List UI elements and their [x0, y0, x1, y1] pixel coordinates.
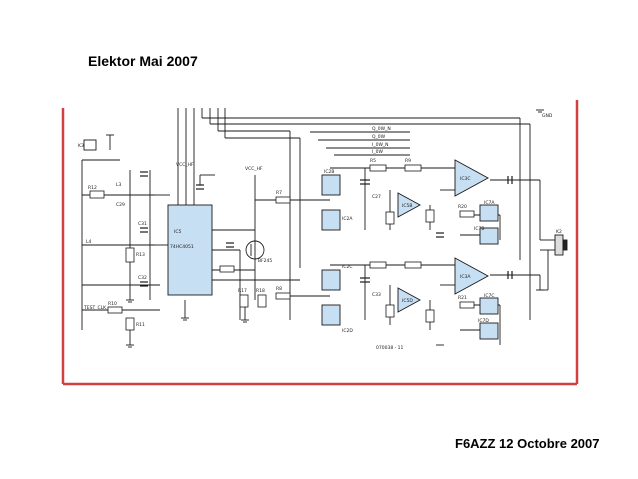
label-ic7b: IC7B: [474, 226, 484, 232]
label-l4: L4: [86, 239, 92, 245]
label-r12: R12: [88, 185, 97, 191]
label-r5: R5: [370, 158, 376, 164]
label-q0wn: Q_0W_N: [372, 126, 391, 132]
label-r20: R20: [458, 204, 467, 210]
label-q0w: Q_0W: [372, 134, 386, 140]
label-i0wn: I_0W_N: [372, 142, 389, 148]
output-jack: [554, 234, 568, 256]
ic3a-opamp: [454, 257, 489, 295]
label-c32: C32: [138, 275, 147, 281]
slide-footer: F6AZZ 12 Octobre 2007: [455, 436, 600, 451]
label-r9: R9: [405, 158, 411, 164]
capacitors: [140, 171, 513, 287]
label-r18: R18: [256, 288, 265, 294]
ic2d-switch: [321, 304, 341, 326]
label-code: 070038 - 11: [376, 345, 404, 351]
label-vcc-hf-1: VCC_HF: [176, 162, 194, 168]
label-ic3c: IC3C: [460, 176, 470, 182]
schematic-labels: K3 IC5 74HC4051 VCC_HF VCC_HF BF245 L4 T…: [78, 113, 562, 351]
ic7b-switch: [479, 227, 499, 245]
label-vcc-hf-2: VCC_HF: [245, 166, 263, 172]
passives: [89, 164, 475, 331]
label-r7: R7: [276, 190, 282, 196]
label-ic5: IC5: [174, 229, 181, 235]
label-c29: C29: [116, 202, 125, 208]
label-ic2a: IC2A: [342, 216, 353, 222]
label-c31: C31: [138, 221, 147, 227]
label-ic7a: IC7A: [484, 200, 495, 206]
label-i0w: I_0W: [372, 149, 383, 155]
label-74hc4051: 74HC4051: [170, 244, 194, 250]
label-k3: K3: [78, 143, 84, 149]
label-r13: R13: [136, 252, 145, 258]
label-ic7d: IC7D: [478, 318, 489, 324]
label-test-clk: TEST_CLK: [83, 305, 107, 311]
ic7c-switch: [479, 297, 499, 315]
mux-chip: [167, 204, 213, 296]
label-c27: C27: [372, 194, 381, 200]
label-c33: C33: [372, 292, 381, 298]
schematic-frame: [61, 100, 579, 386]
label-r17: R17: [238, 288, 247, 294]
components: [167, 159, 499, 340]
label-ic2c: IC2C: [342, 264, 352, 270]
label-ic5b: IC5B: [402, 203, 412, 209]
label-r11: R11: [136, 322, 145, 328]
connector-k3: [83, 134, 114, 151]
ic2a-switch: [321, 209, 341, 231]
label-r10: R10: [108, 301, 117, 307]
ground-symbols: [126, 109, 544, 348]
ic2b-switch: [321, 174, 341, 196]
ic5b-opamp: [397, 192, 421, 218]
label-ic7c: IC7C: [484, 293, 494, 299]
label-k2: K2: [556, 229, 562, 235]
label-r21: R21: [458, 295, 467, 301]
slide-title: Elektor Mai 2007: [88, 53, 198, 69]
ic7d-switch: [479, 322, 499, 340]
label-ic5d: IC5D: [402, 298, 413, 304]
jfet-transistor: [245, 240, 265, 260]
label-ic3a: IC3A: [460, 274, 471, 280]
label-ic2b: IC2B: [324, 169, 334, 175]
ic3c-opamp: [454, 159, 489, 197]
label-r8: R8: [276, 286, 282, 292]
ic7a-switch: [479, 204, 499, 222]
label-bf245: BF245: [258, 258, 272, 264]
ic5d-opamp: [397, 287, 421, 313]
label-gnd: GND: [542, 113, 553, 119]
label-l3: L3: [116, 182, 122, 188]
ic2c-switch: [321, 269, 341, 291]
label-ic2d: IC2D: [342, 328, 353, 334]
